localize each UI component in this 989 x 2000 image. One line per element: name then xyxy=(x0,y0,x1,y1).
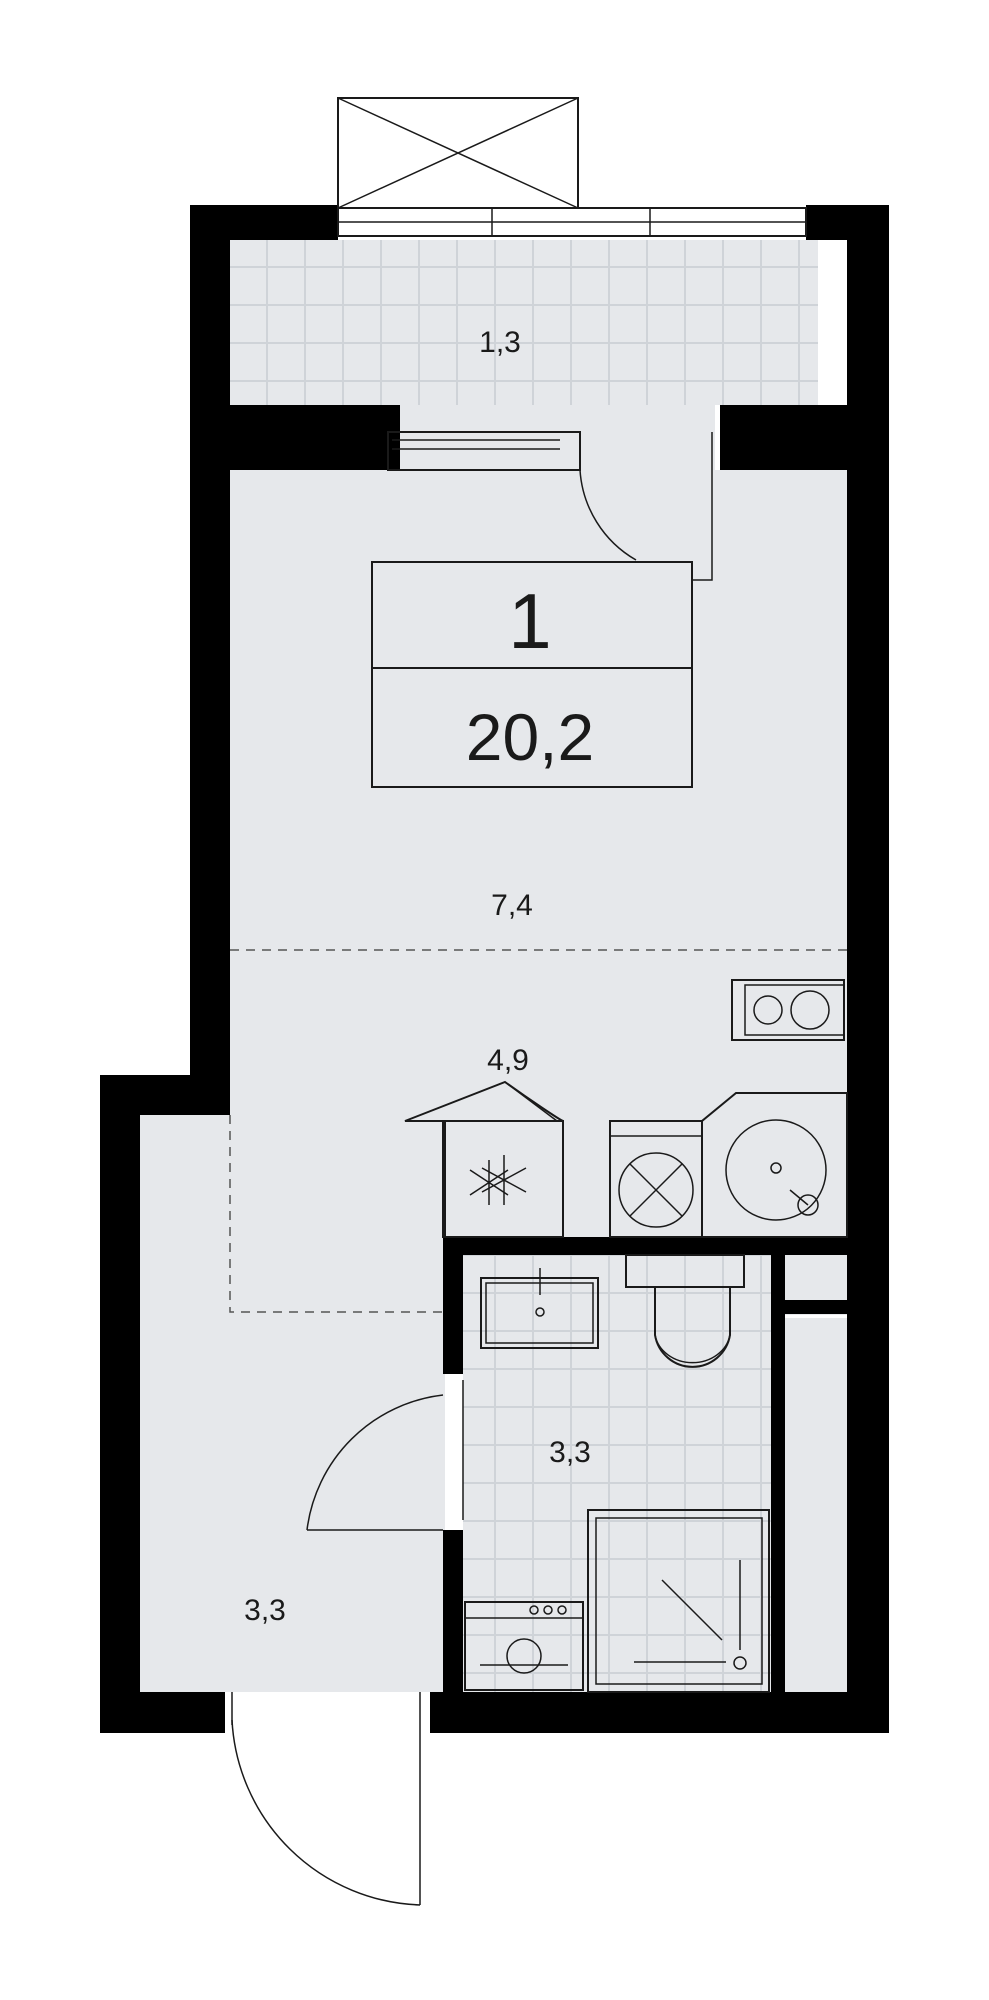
wall-balcony-left xyxy=(230,405,400,470)
wall-left-upper xyxy=(190,205,230,1075)
fridge-body xyxy=(444,1120,564,1238)
balcony-floor xyxy=(228,240,818,405)
kitchen-area-label: 4,9 xyxy=(487,1044,529,1077)
wall-bath-top xyxy=(443,1237,847,1255)
wall-top-left xyxy=(190,205,338,240)
fridge-symbol-icon xyxy=(481,1155,527,1205)
hallway-area-label: 3,3 xyxy=(244,1594,286,1627)
balcony-area-label: 1,3 xyxy=(479,326,521,359)
room-number: 1 xyxy=(508,577,551,665)
washing-machine-icon xyxy=(464,1601,584,1691)
wall-left-lower xyxy=(100,1075,140,1733)
balcony-window xyxy=(337,207,807,237)
bathroom-floor xyxy=(463,1255,771,1692)
wall-bottom-right xyxy=(430,1692,889,1733)
toilet-icon xyxy=(625,1254,745,1368)
living-area-label: 7,4 xyxy=(491,889,533,922)
kitchen-sink-icon xyxy=(701,1092,848,1238)
wall-bottom-left xyxy=(100,1692,225,1733)
wall-closet-sep xyxy=(785,1300,847,1314)
bathroom-sink-icon xyxy=(480,1268,599,1349)
entrance-door xyxy=(231,1692,421,1906)
room-total-area: 20,2 xyxy=(466,700,594,774)
wall-top-right xyxy=(806,205,889,240)
ac-unit xyxy=(337,97,579,209)
storage-floor xyxy=(785,1318,847,1692)
wall-balcony-right xyxy=(720,405,847,470)
hallway-floor xyxy=(140,1115,445,1692)
walls xyxy=(100,205,889,1733)
shower-icon xyxy=(587,1509,770,1693)
bathroom-door xyxy=(306,1380,464,1531)
bathroom-area-label: 3,3 xyxy=(549,1436,591,1469)
room-label-box xyxy=(371,561,693,788)
cooktop-icon xyxy=(731,979,845,1041)
balcony-door-window xyxy=(387,431,581,471)
balcony-door xyxy=(579,432,713,581)
zone-divider-hallway xyxy=(229,1115,443,1313)
wall-bath-left-b xyxy=(443,1530,463,1692)
wall-step xyxy=(100,1075,230,1115)
wall-bath-left-a xyxy=(443,1237,463,1374)
floor-fills xyxy=(140,240,847,1692)
wall-bath-right xyxy=(771,1255,785,1692)
door-threshold xyxy=(400,405,715,470)
wall-right xyxy=(847,205,889,1733)
